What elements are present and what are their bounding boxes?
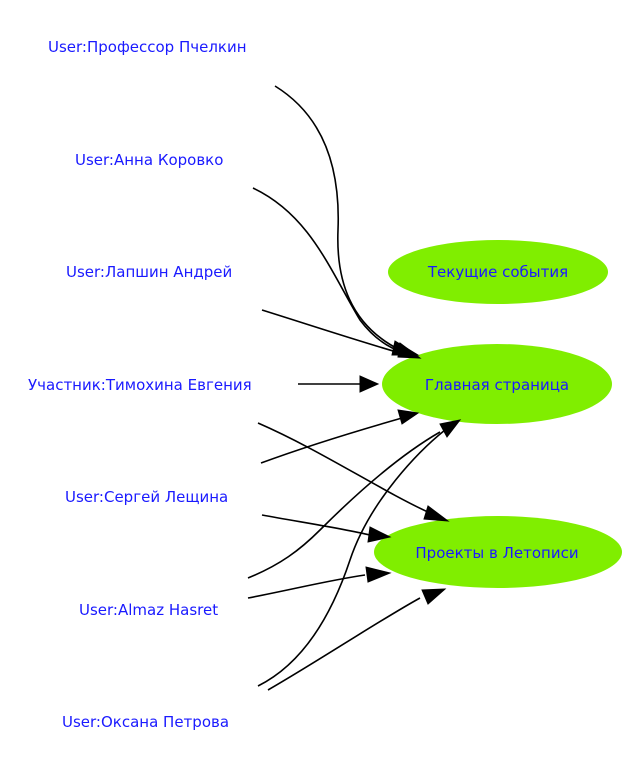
user-link-almaz[interactable]: User:Almaz Hasret: [79, 601, 218, 619]
arrowhead-main-5: [439, 419, 462, 438]
edge-pchelkin-main: [274, 85, 401, 351]
edge-lapshin-main: [261, 309, 401, 354]
user-link-timokhina[interactable]: Участник:Тимохина Евгения: [28, 376, 252, 394]
page-node-current-events[interactable]: [388, 240, 608, 304]
user-link-leshchina[interactable]: User:Сергей Лещина: [65, 488, 228, 506]
page-label-main-page[interactable]: Главная страница: [425, 376, 569, 394]
user-link-lapshin[interactable]: User:Лапшин Андрей: [66, 263, 232, 281]
page-labels: Текущие события Главная страница Проекты…: [415, 263, 578, 562]
edge-almaz-projects: [247, 574, 366, 599]
arrowhead-projects-1: [423, 505, 450, 522]
user-link-korovko[interactable]: User:Анна Коровко: [75, 151, 223, 169]
arrowhead-projects-4: [421, 588, 447, 605]
page-label-letopis-projects[interactable]: Проекты в Летописи: [415, 544, 578, 562]
user-link-petrova[interactable]: User:Оксана Петрова: [62, 713, 229, 731]
page-label-current-events[interactable]: Текущие события: [427, 263, 568, 281]
user-link-pchelkin[interactable]: User:Профессор Пчелкин: [48, 38, 247, 56]
arrowheads: [359, 340, 462, 605]
edge-petrova-main: [257, 429, 446, 687]
edge-leshchina-projects: [261, 514, 371, 536]
arrowhead-projects-3: [365, 566, 392, 583]
arrowhead-projects-2: [367, 526, 392, 543]
page-node-letopis-projects[interactable]: [374, 516, 622, 588]
arrowhead-main-4: [397, 409, 420, 425]
user-labels: User:Профессор Пчелкин User:Анна Коровко…: [28, 38, 252, 731]
edge-petrova-projects: [267, 597, 421, 691]
page-node-main-page[interactable]: [382, 344, 612, 424]
edge-korovko-main: [252, 187, 403, 353]
edges: [247, 85, 446, 691]
arrowhead-main-3: [359, 375, 380, 393]
edge-almaz-main: [247, 431, 441, 579]
arrowhead-main-2: [397, 342, 422, 359]
edge-timokhina-projects: [257, 422, 431, 514]
edge-lower-main-1: [260, 417, 403, 464]
